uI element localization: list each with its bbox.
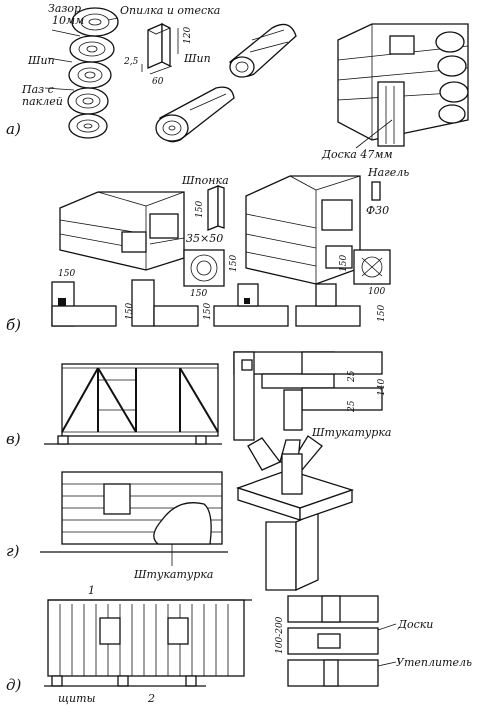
- dowel-label: Нагель: [367, 166, 409, 179]
- log-stack-section: [44, 7, 119, 139]
- plastered-wall: [40, 471, 228, 566]
- gap-size-label: 10мм: [52, 14, 84, 27]
- dim-140: 140: [377, 379, 387, 396]
- dim-150-2: 150: [125, 303, 135, 320]
- frame-corner-section: [233, 351, 383, 441]
- frame-wall: [44, 363, 222, 445]
- lower-log: [155, 86, 235, 143]
- beam-plans: [51, 249, 391, 327]
- dim-150-5: 150: [203, 303, 213, 320]
- key-block: [207, 185, 225, 231]
- groove-label-2: паклей: [22, 95, 63, 108]
- dim-150-key: 150: [195, 201, 205, 218]
- log-with-tenon: [229, 23, 297, 78]
- plaster-label-2: Штукатурка: [133, 568, 213, 581]
- beam-corner-left: [59, 191, 185, 271]
- board-label: Доска 47мм: [321, 148, 393, 161]
- log-corner-joint: [337, 23, 469, 149]
- row-label-a: а): [6, 120, 21, 138]
- row-label-g: г): [6, 542, 20, 560]
- row-label-v: в): [6, 430, 21, 448]
- groove-label: Паз с: [21, 83, 54, 96]
- tenon-label-2: Шип: [183, 52, 211, 65]
- dim-25-b: 25: [347, 400, 357, 413]
- marker-2: 2: [147, 692, 155, 705]
- row-label-d: д): [6, 676, 22, 694]
- dowel-diameter: Ф30: [366, 204, 389, 217]
- dim-25: 2,5: [123, 57, 139, 67]
- dim-150-1: 150: [58, 269, 75, 279]
- panels-label: щиты: [58, 692, 96, 705]
- post-beam-joint: [235, 435, 355, 592]
- key-label: Шпонка: [181, 174, 229, 187]
- tenon-label: Шип: [27, 54, 55, 67]
- dim-120: 120: [183, 27, 193, 44]
- dim-150-4: 150: [229, 255, 239, 272]
- plaster-label-1: Штукатурка: [311, 426, 391, 439]
- panel-wall: [44, 599, 252, 687]
- key-size-label: 35×50: [186, 232, 223, 245]
- panel-sections: [287, 595, 397, 687]
- marker-1: 1: [88, 584, 95, 597]
- dim-100-200: 100-200: [275, 616, 285, 654]
- dim-150-3: 150: [190, 289, 207, 299]
- cut-label: Опилка и отеска: [120, 4, 220, 17]
- row-label-b: б): [6, 316, 21, 334]
- dim-100: 100: [368, 287, 385, 297]
- boards-label: Доски: [397, 618, 433, 631]
- dim-150-7: 150: [377, 305, 387, 322]
- gap-label: Зазор: [48, 2, 81, 15]
- dim-150-6: 150: [339, 255, 349, 272]
- dowel: [371, 181, 381, 201]
- dim-60: 60: [152, 77, 164, 87]
- insulation-label: Утеплитель: [396, 656, 472, 669]
- tenon-block: [141, 22, 179, 75]
- dim-25-a: 25: [347, 370, 357, 383]
